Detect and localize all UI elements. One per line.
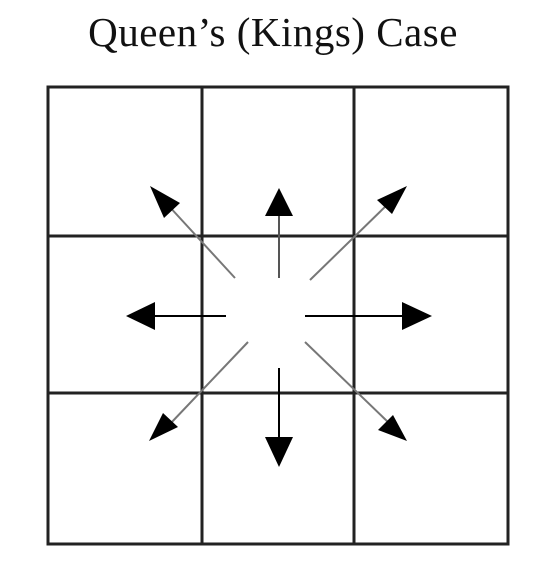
arrow-right-icon (305, 302, 432, 330)
arrow-up-left-icon (150, 186, 236, 279)
diagram-title: Queen’s (Kings) Case (88, 9, 458, 55)
grid (46, 85, 510, 546)
arrow-down-icon (265, 368, 293, 467)
arrow-up-right-icon (309, 186, 407, 281)
arrow-up-icon (265, 188, 293, 278)
arrows (126, 186, 432, 467)
arrow-left-icon (126, 302, 226, 330)
grid-border (46, 85, 510, 546)
arrow-down-left-icon (149, 341, 249, 441)
arrow-down-right-icon (304, 341, 407, 441)
